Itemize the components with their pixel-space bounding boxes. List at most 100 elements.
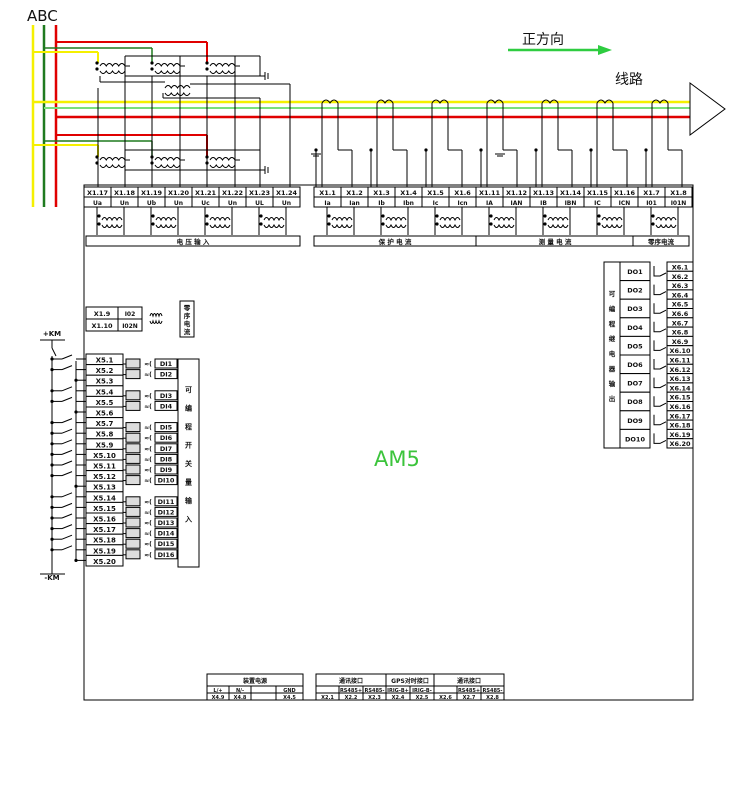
do-block-label-char: 程 — [608, 319, 616, 328]
di-input-label: DI4 — [160, 402, 173, 410]
di-terminal-label: X5.2 — [96, 367, 114, 375]
transformer-icon — [155, 217, 177, 222]
do-output-label: DO7 — [627, 380, 642, 388]
transformer-icon — [547, 223, 569, 228]
power-title: 装置电源 — [242, 677, 267, 685]
transformer-icon — [655, 217, 677, 222]
di-block-label-char: 开 — [185, 442, 192, 450]
di-input-cell — [154, 422, 178, 433]
junction-dot — [597, 222, 601, 226]
ct-icon — [431, 99, 449, 104]
relay-contact-icon — [653, 340, 667, 351]
di-input-cell — [154, 358, 178, 369]
direction-arrowhead-icon — [598, 45, 612, 55]
do-terminal-label: X6.8 — [672, 329, 689, 337]
di-input-label: DI6 — [160, 434, 173, 442]
do-output-label: DO1 — [627, 268, 643, 276]
comm1-title: 通讯接口 — [339, 677, 363, 685]
transformer-icon — [164, 85, 191, 89]
di-input-label: DI15 — [158, 540, 175, 548]
di-terminal-label: X5.20 — [93, 558, 116, 566]
zero-seq-label-char: 零 — [183, 303, 191, 312]
di-input-label: DI12 — [158, 508, 175, 516]
junction-dot — [424, 148, 428, 152]
terminal-label: X1.1 — [319, 189, 336, 197]
di-input-cell — [154, 432, 178, 443]
di-input-label: DI16 — [158, 551, 175, 559]
terminal-label: X1.9 — [94, 310, 111, 318]
signal-label: Un — [228, 200, 237, 207]
di-block-label-char: 关 — [185, 459, 192, 468]
optocoupler-icon — [125, 400, 141, 411]
junction-dot — [205, 67, 209, 71]
do-output-label: DO9 — [627, 417, 643, 425]
do-terminal-label: X6.10 — [669, 347, 691, 355]
di-block-label-char: 程 — [185, 422, 192, 431]
transformer-icon — [149, 319, 163, 324]
di-input-label: DI5 — [160, 424, 173, 432]
wire — [61, 471, 73, 477]
di-input-label: DI2 — [160, 371, 172, 379]
do-block-label-char: 器 — [608, 364, 616, 373]
terminal-label: X1.16 — [614, 189, 636, 197]
power-col-label: L/+ — [213, 688, 222, 694]
zero-seq-label-box — [179, 300, 195, 338]
ct-icon — [321, 99, 339, 104]
optocoupler-icon — [125, 369, 141, 380]
di-terminal-label: X5.13 — [93, 484, 116, 492]
do-output-label: DO6 — [627, 361, 643, 369]
di-input-cell — [154, 369, 178, 380]
junction-dot — [435, 214, 439, 218]
optocoupler-symbol: ≈( — [144, 520, 152, 527]
transformer-icon — [385, 223, 407, 228]
do-terminal-label: X6.3 — [672, 282, 689, 290]
do-terminal-label: X6.1 — [672, 264, 689, 272]
di-terminal-label: X5.18 — [93, 537, 116, 545]
terminal-label: X1.5 — [427, 189, 444, 197]
terminal-label: X1.12 — [506, 189, 527, 197]
transformer-icon — [99, 70, 126, 74]
optocoupler-symbol: ≈( — [144, 435, 152, 442]
comm1-term-label: X2.3 — [368, 695, 381, 701]
junction-dot — [151, 222, 155, 226]
signal-cell — [117, 318, 143, 332]
signal-label: Un — [282, 200, 291, 207]
device-name: AM5 — [374, 447, 420, 471]
gps-term-label: X2.5 — [416, 695, 429, 701]
comm2-col-cell — [433, 685, 458, 694]
junction-dot — [651, 214, 655, 218]
optocoupler-symbol: ≈( — [144, 509, 152, 516]
optocoupler-symbol: ≈( — [144, 393, 152, 400]
relay-contact-icon — [653, 433, 667, 444]
optocoupler-symbol: ≈( — [144, 403, 152, 410]
relay-contact-icon — [653, 377, 667, 389]
comm2-title: 通讯接口 — [457, 677, 481, 685]
di-input-cell — [154, 464, 178, 475]
do-terminal-label: X6.14 — [669, 384, 691, 392]
do-block-label-char: 输 — [609, 379, 616, 388]
optocoupler-symbol: ≈( — [144, 499, 152, 506]
gps-title: GPS对时接口 — [391, 677, 429, 685]
terminal-label: X1.15 — [587, 189, 609, 197]
junction-dot — [589, 148, 593, 152]
do-terminal-label: X6.20 — [669, 440, 691, 448]
transformer-icon — [439, 217, 461, 222]
do-terminal-label: X6.17 — [669, 412, 690, 420]
signal-label: Ibn — [403, 200, 414, 207]
signal-label: I01N — [671, 200, 687, 207]
di-terminal-label: X5.14 — [93, 494, 116, 502]
minus-km-label: -KM — [44, 574, 59, 582]
transformer-icon — [209, 157, 236, 161]
transformer-icon — [164, 92, 191, 96]
junction-dot — [651, 222, 655, 226]
di-block-label-char: 量 — [185, 478, 192, 487]
transformer-icon — [263, 217, 285, 222]
ground-icon — [495, 153, 505, 157]
relay-contact-icon — [653, 266, 667, 277]
transformer-icon — [493, 223, 515, 228]
di-terminal-label: X5.3 — [96, 378, 114, 386]
optocoupler-icon — [125, 432, 141, 443]
di-input-cell — [154, 538, 178, 549]
do-terminal-label: X6.5 — [672, 301, 689, 309]
